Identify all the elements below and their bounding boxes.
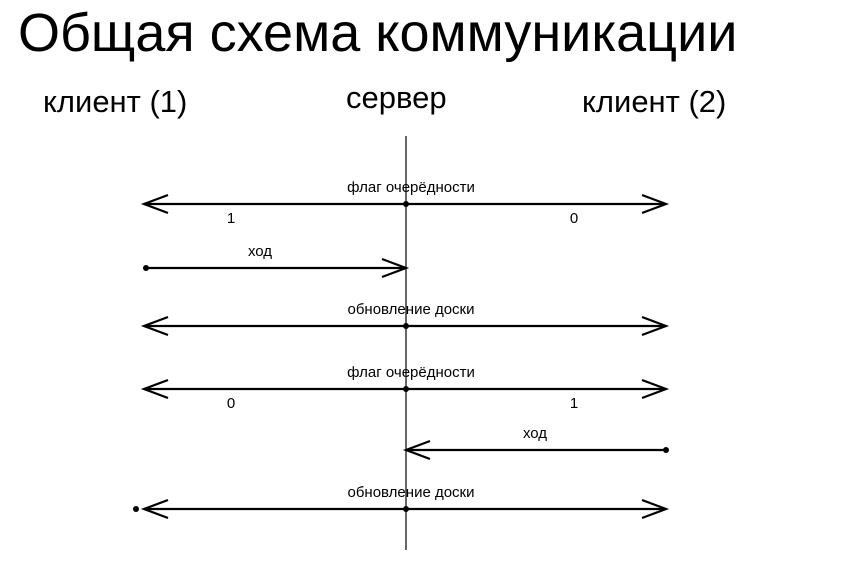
turn-flag-1-arrowhead-left bbox=[140, 193, 169, 215]
turn-flag-1-label: флаг очерёдности bbox=[347, 179, 475, 196]
diagram-title: Общая схема коммуникации bbox=[18, 3, 738, 63]
turn-flag-2-arrowhead-left bbox=[140, 378, 169, 400]
turn-flag-1-client2-value: 0 bbox=[570, 210, 578, 227]
move-2-arrowhead bbox=[402, 439, 431, 461]
actor-client-1-label: клиент (1) bbox=[43, 84, 188, 119]
board-update-1-arrowhead-right bbox=[641, 315, 670, 337]
actor-client-2-label: клиент (2) bbox=[582, 84, 727, 119]
move-2-client-dot bbox=[663, 447, 669, 453]
move-1-arrowhead bbox=[381, 257, 410, 279]
move-1-client-dot bbox=[143, 265, 149, 271]
turn-flag-2-client2-value: 1 bbox=[570, 395, 578, 412]
messages-group: флаг очерёдности 1 0 ход обновление доски фла… bbox=[133, 179, 670, 520]
board-update-2-arrowhead-right bbox=[641, 498, 670, 520]
turn-flag-2-server-dot bbox=[403, 386, 409, 392]
board-update-1-label: обновление доски bbox=[348, 301, 475, 318]
turn-flag-2-client1-value: 0 bbox=[227, 395, 235, 412]
turn-flag-2-arrowhead-right bbox=[641, 378, 670, 400]
board-update-2-arrowhead-left bbox=[140, 498, 169, 520]
board-update-1-server-dot bbox=[403, 323, 409, 329]
turn-flag-1-arrowhead-right bbox=[641, 193, 670, 215]
board-update-2-server-dot bbox=[403, 506, 409, 512]
board-update-2-label: обновление доски bbox=[348, 484, 475, 501]
move-2-label: ход bbox=[523, 425, 547, 442]
actor-server-label: сервер bbox=[346, 80, 447, 115]
board-update-1-arrowhead-left bbox=[140, 315, 169, 337]
turn-flag-1-client1-value: 1 bbox=[227, 210, 235, 227]
move-1-label: ход bbox=[248, 243, 272, 260]
turn-flag-2-label: флаг очерёдности bbox=[347, 364, 475, 381]
board-update-2-start-dot bbox=[133, 506, 139, 512]
turn-flag-1-server-dot bbox=[403, 201, 409, 207]
